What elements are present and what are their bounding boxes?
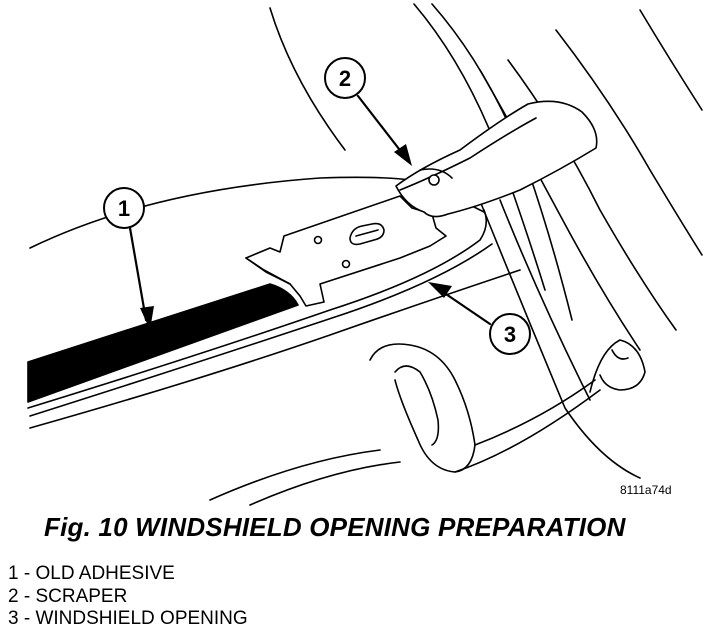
scraper-hole bbox=[313, 235, 323, 245]
figure-caption: Fig. 10 WINDSHIELD OPENING PREPARATION bbox=[44, 512, 626, 542]
leader-line bbox=[128, 226, 148, 322]
pillar-outline bbox=[589, 339, 646, 393]
scraper-handle bbox=[395, 100, 598, 218]
legend-separator: - bbox=[18, 585, 36, 607]
scraper-blade bbox=[245, 195, 447, 307]
lower-panel-outline bbox=[394, 365, 440, 446]
pillar-outline bbox=[269, 7, 346, 151]
glass-outline bbox=[29, 176, 411, 249]
scraper-slot bbox=[349, 222, 385, 246]
legend-item: 1 - OLD ADHESIVE bbox=[8, 563, 248, 586]
pillar-outline bbox=[611, 349, 629, 360]
legend: 1 - OLD ADHESIVE 2 - SCRAPER 3 - WINDSHI… bbox=[8, 563, 248, 631]
scraper-blade-edge bbox=[245, 257, 291, 285]
lower-panel-outline bbox=[454, 389, 601, 473]
legend-item: 3 - WINDSHIELD OPENING bbox=[8, 608, 248, 631]
scraper-ferrule bbox=[419, 168, 453, 179]
windshield-flange bbox=[29, 243, 493, 417]
callout-circle bbox=[489, 313, 531, 355]
legend-label: WINDSHIELD OPENING bbox=[35, 608, 248, 629]
scraper-handle-hole bbox=[428, 174, 440, 186]
legend-item: 2 - SCRAPER bbox=[8, 586, 248, 609]
leader-arrowhead bbox=[140, 306, 154, 330]
callout-number-3: 3 bbox=[504, 322, 516, 347]
callout-number-2: 2 bbox=[339, 66, 351, 91]
lower-panel-outline bbox=[474, 379, 596, 446]
pillar-outline bbox=[479, 69, 641, 351]
pillar-outline bbox=[499, 199, 591, 401]
legend-number: 1 bbox=[8, 563, 19, 584]
callout-circle bbox=[324, 57, 366, 99]
scraper-handle-edge bbox=[399, 117, 537, 191]
pillar-outline bbox=[639, 9, 703, 111]
lower-panel-outline bbox=[29, 269, 521, 429]
leader-arrowhead bbox=[394, 144, 412, 166]
scraper-slot-inner bbox=[355, 229, 379, 237]
pillar-outline bbox=[477, 195, 641, 479]
callout-number-1: 1 bbox=[118, 196, 130, 221]
legend-separator: - bbox=[18, 608, 36, 629]
leader-line bbox=[356, 94, 408, 160]
leader-arrowhead bbox=[428, 282, 452, 298]
windshield-flange bbox=[27, 209, 488, 409]
callout-circle bbox=[103, 187, 145, 229]
leader-line bbox=[438, 288, 492, 326]
lower-panel-outline bbox=[369, 343, 476, 473]
lower-panel-outline bbox=[249, 461, 401, 506]
legend-label: OLD ADHESIVE bbox=[35, 563, 175, 584]
figure-ref-code: 8111a74d bbox=[620, 483, 672, 497]
legend-label: SCRAPER bbox=[35, 585, 128, 607]
old-adhesive-bead bbox=[27, 283, 299, 403]
lower-panel-outline bbox=[209, 449, 381, 501]
legend-number: 3 bbox=[8, 608, 19, 629]
legend-number: 2 bbox=[8, 585, 19, 607]
pillar-outline bbox=[555, 29, 703, 256]
windshield-opening-diagram: 1 2 3 8111a74d bbox=[27, 3, 703, 506]
scraper-hole bbox=[341, 259, 351, 269]
pillar-outline bbox=[507, 59, 677, 331]
legend-separator: - bbox=[18, 563, 36, 584]
